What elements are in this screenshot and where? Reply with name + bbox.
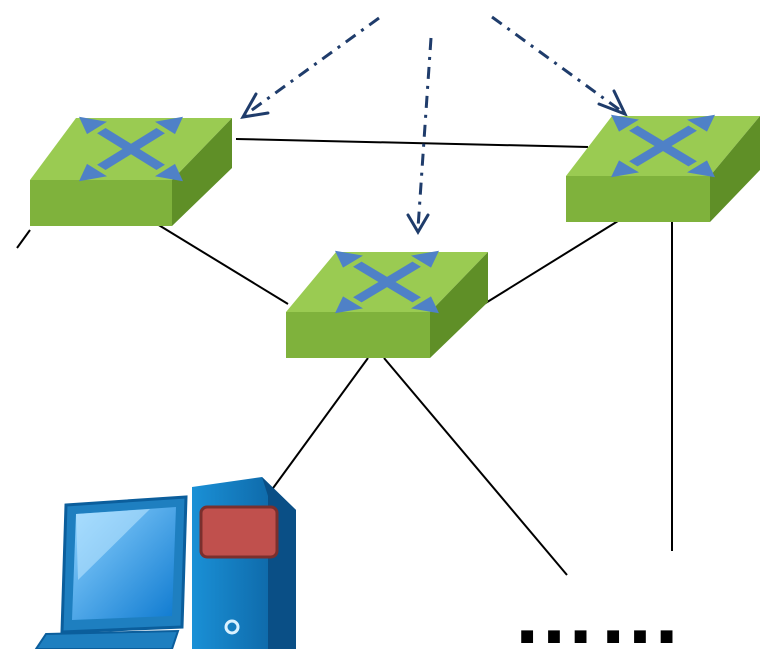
more-devices-ellipsis: …… xyxy=(512,567,684,661)
control-arrow-left xyxy=(244,16,380,117)
link-switch-left-to-switch-center xyxy=(156,223,289,305)
link-switch-center-to-computer xyxy=(267,357,369,496)
switch-icon xyxy=(335,250,439,314)
control-arrow-right xyxy=(491,15,625,115)
computer-keyboard xyxy=(34,629,180,650)
switch-icon xyxy=(611,114,715,178)
power-button xyxy=(224,619,240,635)
network-links xyxy=(16,138,673,576)
link-switch-left-offscreen xyxy=(16,229,31,249)
arrowhead-right xyxy=(597,89,628,117)
desktop-computer xyxy=(34,477,296,650)
link-switch-right-to-switch-center xyxy=(483,220,619,305)
arrowhead-center xyxy=(406,213,430,235)
switch-left xyxy=(30,116,232,226)
control-arrows xyxy=(244,15,625,229)
link-switch-left-to-switch-right xyxy=(235,138,589,148)
link-switch-center-to-others xyxy=(383,357,568,576)
desktop-computer-icon xyxy=(34,477,296,650)
switch-center xyxy=(286,250,488,358)
tower-panel xyxy=(199,505,279,559)
control-arrowheads xyxy=(240,89,628,235)
arrowhead-left xyxy=(240,92,270,119)
control-arrow-center xyxy=(416,37,433,229)
switch-right xyxy=(566,114,760,222)
switch-icon xyxy=(79,116,183,182)
